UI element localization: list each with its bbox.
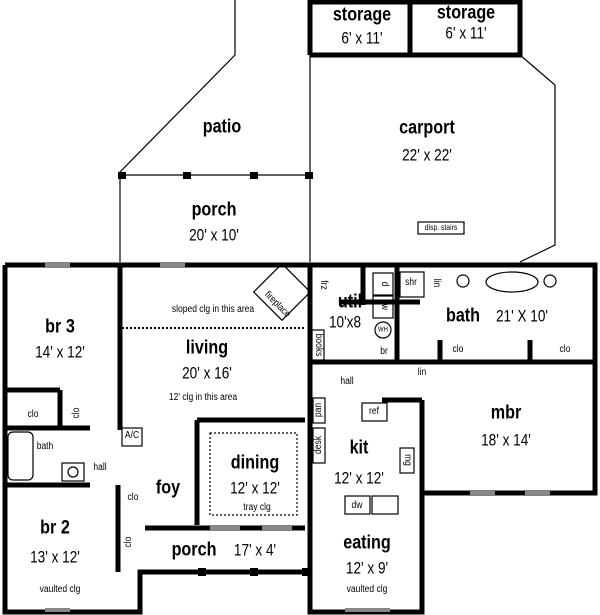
- lin-bath-label: lin: [431, 278, 442, 288]
- hall-left-label: hall: [93, 462, 107, 473]
- br3-closet-1: clo: [27, 409, 39, 420]
- carport-outline: [519, 54, 556, 263]
- carport-label: carport: [399, 117, 455, 139]
- br2-closet: clo: [123, 536, 134, 548]
- front-porch-size: 17' x 4': [233, 540, 277, 560]
- living-ceiling-note: 12' clg in this area: [168, 392, 238, 403]
- br2-ceiling-note: vaulted clg: [39, 584, 81, 595]
- lin-hall-label: lin: [417, 367, 427, 378]
- eating-ceiling-note: vaulted clg: [346, 584, 388, 595]
- kit-label: kit: [349, 437, 369, 459]
- living-size: 20' x 16': [182, 363, 232, 383]
- eating-size: 12' x 9': [345, 558, 389, 578]
- br3-size: 14' x 12': [35, 342, 85, 362]
- util-label: util: [337, 291, 363, 313]
- mbr-size: 18' x 14': [481, 430, 531, 450]
- patio-label: patio: [202, 116, 242, 138]
- desk-label: desk: [313, 436, 324, 454]
- mbath-closet-1: clo: [452, 344, 464, 355]
- storage-2-label: storage: [436, 2, 496, 24]
- dining-ceiling-note: tray clg: [243, 502, 271, 513]
- range-label: mg: [402, 454, 413, 466]
- ref-label: ref: [369, 406, 379, 417]
- storage-1-size: 6' x 11': [341, 28, 383, 48]
- util-size: 10'x8: [328, 312, 362, 332]
- storage-2-size: 6' x 11': [445, 23, 487, 43]
- foyer-label: foy: [155, 477, 181, 499]
- patio-outline: [119, 0, 236, 262]
- ac-label: A/C: [124, 430, 140, 441]
- storage-1-label: storage: [332, 4, 392, 26]
- br2-label: br 2: [40, 517, 70, 539]
- br3-label: br 3: [45, 316, 75, 338]
- shower-label: shr: [405, 277, 417, 288]
- eating-label: eating: [343, 532, 391, 554]
- carport-size: 22' x 22': [402, 145, 452, 165]
- foyer-closet: clo: [127, 492, 139, 503]
- br3-closet-2: clo: [71, 407, 82, 419]
- util-br-label: br: [380, 346, 388, 357]
- books-label: books: [313, 333, 324, 357]
- disp-stairs-label: disp. stairs: [424, 223, 458, 232]
- hall-center-label: hall: [340, 376, 354, 387]
- washer-label: w: [379, 303, 390, 311]
- water-heater-label: WH: [378, 326, 388, 334]
- dining-size: 12' x 12': [230, 478, 280, 498]
- master-bath-label: bath: [445, 305, 481, 327]
- dining-label: dining: [230, 452, 280, 474]
- disp-stairs-box: [417, 221, 465, 235]
- mbr-label: mbr: [490, 402, 522, 424]
- mbath-closet-2: clo: [559, 344, 571, 355]
- kit-size: 12' x 12': [334, 468, 384, 488]
- dryer-label: d: [379, 281, 390, 287]
- rear-porch-label: porch: [191, 199, 237, 221]
- small-bath-label: bath: [36, 441, 54, 452]
- freezer-label: frz: [318, 280, 329, 290]
- dishwasher-label: dw: [351, 500, 363, 511]
- living-sloped-note: sloped clg in this area: [171, 304, 255, 315]
- br2-size: 13' x 12': [30, 547, 80, 567]
- rear-porch-size: 20' x 10': [189, 225, 239, 245]
- front-porch-label: porch: [171, 539, 217, 561]
- tray-ceiling: [209, 432, 298, 516]
- master-bath-size: 21' X 10': [495, 306, 549, 326]
- pantry-label: pan: [313, 402, 324, 418]
- living-label: living: [185, 337, 229, 359]
